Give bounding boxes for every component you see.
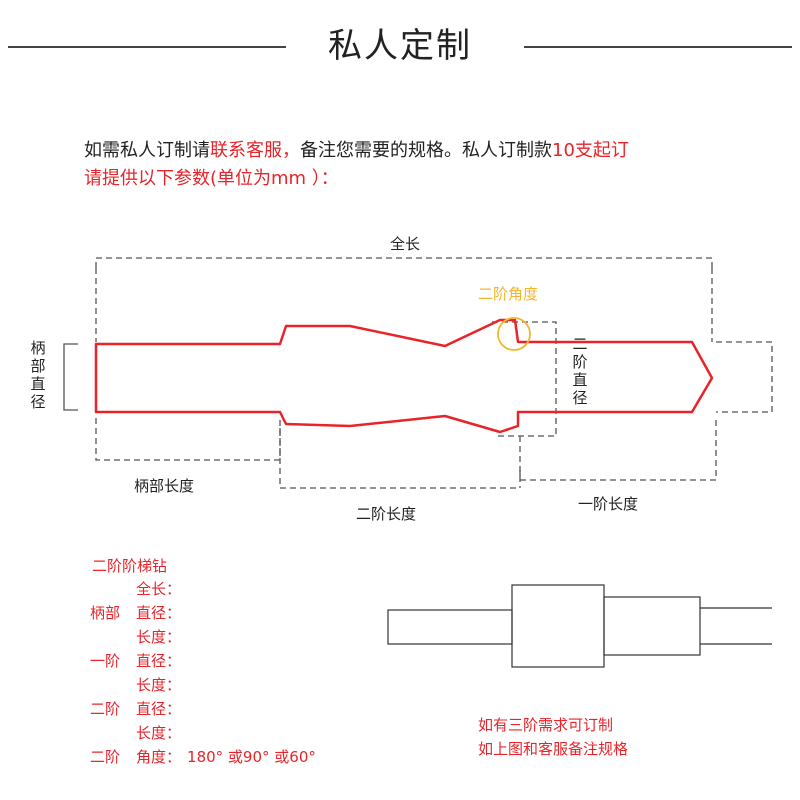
custom-note-line-2: 如上图和客服备注规格 [478, 740, 629, 758]
spec-row-angle-group: 二阶 [90, 748, 121, 766]
spec-row-total-length: 全长： [136, 578, 181, 599]
intro-line-2: 请提供以下参数(单位为mm ）： [84, 168, 339, 189]
spec-field: 直径 [136, 652, 167, 670]
shank-diameter-bracket [63, 343, 78, 411]
dimension-lines [95, 257, 773, 489]
spec-field: 长度 [136, 724, 167, 742]
angle-marker-circle [497, 317, 531, 351]
intro-text-1: 如需私人订制请 [84, 140, 210, 161]
spec-sep: ： [166, 628, 182, 646]
drill-outline [94, 318, 714, 434]
intro-text-2: 备注您需要的规格。私人订制款 [300, 140, 552, 161]
page-title: 私人定制 [328, 26, 472, 66]
spec-field: 全长 [136, 580, 167, 598]
spec-sep: ： [166, 580, 182, 598]
spec-sep: ： [166, 724, 182, 742]
title-rule-right [524, 46, 792, 48]
spec-angle-options: 180° 或90° 或60° [187, 748, 316, 766]
spec-row-shank-group: 柄部 [90, 604, 121, 622]
spec-sep: ： [166, 652, 182, 670]
spec-row-angle: 角度： 180° 或90° 或60° [136, 746, 316, 767]
spec-row-step2-group: 二阶 [90, 700, 121, 718]
spec-sep: ： [166, 604, 182, 622]
total-length-label: 全长 [390, 235, 421, 253]
spec-row-step1-group: 一阶 [90, 652, 121, 670]
spec-header: 二阶阶梯钻 [92, 557, 168, 575]
spec-row-step1-diameter: 直径： [136, 650, 181, 671]
step2-length-label: 二阶长度 [356, 505, 417, 523]
spec-sep: ： [166, 676, 182, 694]
spec-row-step2-diameter: 直径： [136, 698, 181, 719]
spec-row-step2-length: 长度： [136, 722, 181, 743]
spec-row-step1-length: 长度： [136, 674, 181, 695]
spec-sep: ： [166, 748, 182, 766]
spec-field: 长度 [136, 676, 167, 694]
spec-row-shank-diameter: 直径： [136, 602, 181, 623]
three-step-schematic [387, 584, 772, 668]
intro-line-1: 如需私人订制请联系客服，备注您需要的规格。私人订制款10支起订 [84, 136, 629, 162]
title-rule-left [8, 46, 286, 48]
step2-angle-label: 二阶角度 [478, 285, 539, 303]
shank-length-label: 柄部长度 [134, 477, 195, 495]
spec-sep: ： [166, 700, 182, 718]
spec-field: 直径 [136, 604, 167, 622]
step2-diameter-label: 二阶直径 [572, 335, 588, 407]
custom-note-line-1: 如有三阶需求可订制 [478, 716, 614, 734]
intro-contact-service: 联系客服， [210, 140, 300, 161]
spec-field: 直径 [136, 700, 167, 718]
intro-min-order: 10支起订 [552, 140, 629, 161]
spec-row-shank-length: 长度： [136, 626, 181, 647]
spec-field: 角度 [136, 748, 167, 766]
step1-length-label: 一阶长度 [578, 495, 639, 513]
shank-diameter-label: 柄部直径 [30, 339, 46, 411]
spec-field: 长度 [136, 628, 167, 646]
